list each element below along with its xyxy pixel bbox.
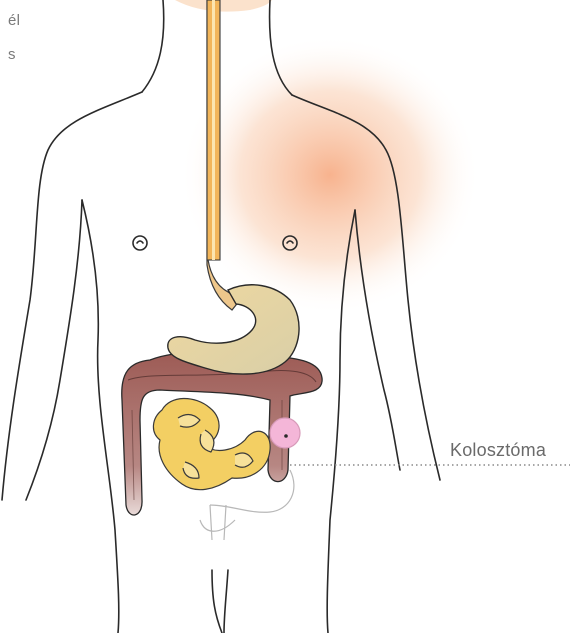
top-label-1: él xyxy=(8,12,20,29)
small-intestine xyxy=(153,398,270,489)
shoulder-glow xyxy=(180,35,480,315)
stomach xyxy=(168,285,299,374)
stoma-label: Kolosztóma xyxy=(450,440,546,461)
top-label-2: s xyxy=(8,46,16,63)
stoma-marker xyxy=(270,418,300,448)
chin-outline xyxy=(175,0,272,12)
